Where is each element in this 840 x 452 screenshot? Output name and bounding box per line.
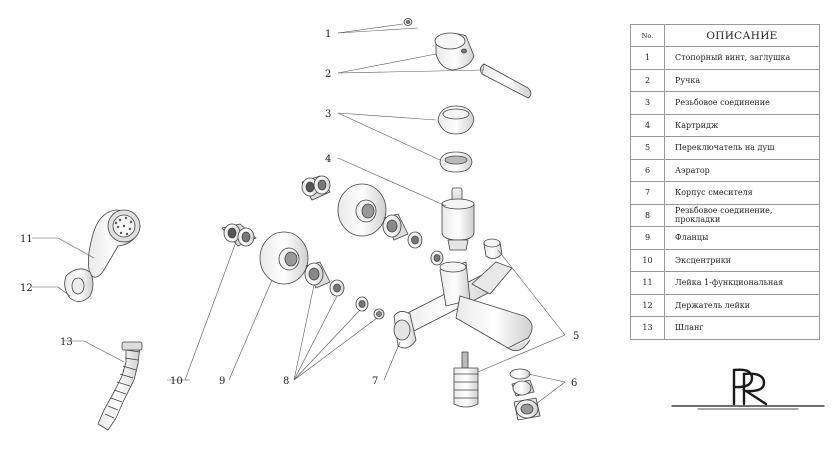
callout-9: 9 [219,376,225,387]
row-number: 4 [630,113,665,137]
table-header-row: No. ОПИСАНИЕ [630,24,820,47]
part-12-shower-holder [64,268,94,302]
part-13-hose [97,341,143,431]
row-description: Ручка [664,68,820,92]
callout-2: 2 [325,69,331,80]
row-number: 11 [630,271,665,295]
part-7-mixer-body [393,261,533,352]
row-number: 6 [630,158,665,182]
row-description: Лейка 1-функциональная [664,271,820,295]
row-number: 7 [630,181,665,205]
row-description: Стопорный винт, заглушка [664,46,820,70]
callout-8: 8 [283,376,289,387]
row-description: Эксцентрики [664,248,820,272]
row-description: Фланцы [664,226,820,250]
row-number: 12 [630,293,665,317]
row-number: 13 [630,316,665,340]
row-number: 3 [630,91,665,115]
part-5-diverter-knob [483,238,503,259]
header-description: ОПИСАНИЕ [664,24,820,47]
row-number: 10 [630,248,665,272]
row-description: Картридж [664,113,820,137]
row-number: 1 [630,46,665,70]
row-description: Резьбовое соединение, прокладки [664,203,820,227]
part-8-nut-upper [382,213,444,266]
callout-11: 11 [20,234,33,245]
callout-6: 6 [571,378,577,389]
callout-10: 10 [170,376,183,387]
header-number: No. [630,24,665,47]
callout-5: 5 [573,331,579,342]
part-9-flange-upper [337,183,387,237]
row-description: Держатель лейки [664,293,820,317]
part-10-eccentric-upper [301,175,331,201]
part-5-diverter-insert [453,351,479,408]
part-10-eccentric-lower [221,223,257,247]
row-number: 8 [630,203,665,227]
leader-lines [32,23,566,405]
part-9-flange-lower [259,231,309,285]
row-description: Корпус смесителя [664,181,820,205]
row-description: Резьбовое соединение [664,91,820,115]
part-4-cartridge [441,187,475,251]
row-number: 9 [630,226,665,250]
part-3-threaded-connection [437,105,475,173]
row-description: Аэратор [664,158,820,182]
callout-1: 1 [325,29,331,40]
callout-7: 7 [372,376,378,387]
part-1-set-screw [403,18,413,26]
callout-3: 3 [325,109,331,120]
callout-4: 4 [325,154,331,165]
part-11-shower-head [88,209,141,278]
row-description: Шланг [664,316,820,340]
part-8-nut-lower [304,261,385,320]
row-number: 5 [630,136,665,160]
row-number: 2 [630,68,665,92]
part-2-handle [434,32,532,99]
brand-logo [671,368,825,410]
row-description: Переключатель на душ [664,136,820,160]
callout-13: 13 [60,337,73,348]
callout-12: 12 [20,283,33,294]
part-6-aerator [509,368,541,421]
